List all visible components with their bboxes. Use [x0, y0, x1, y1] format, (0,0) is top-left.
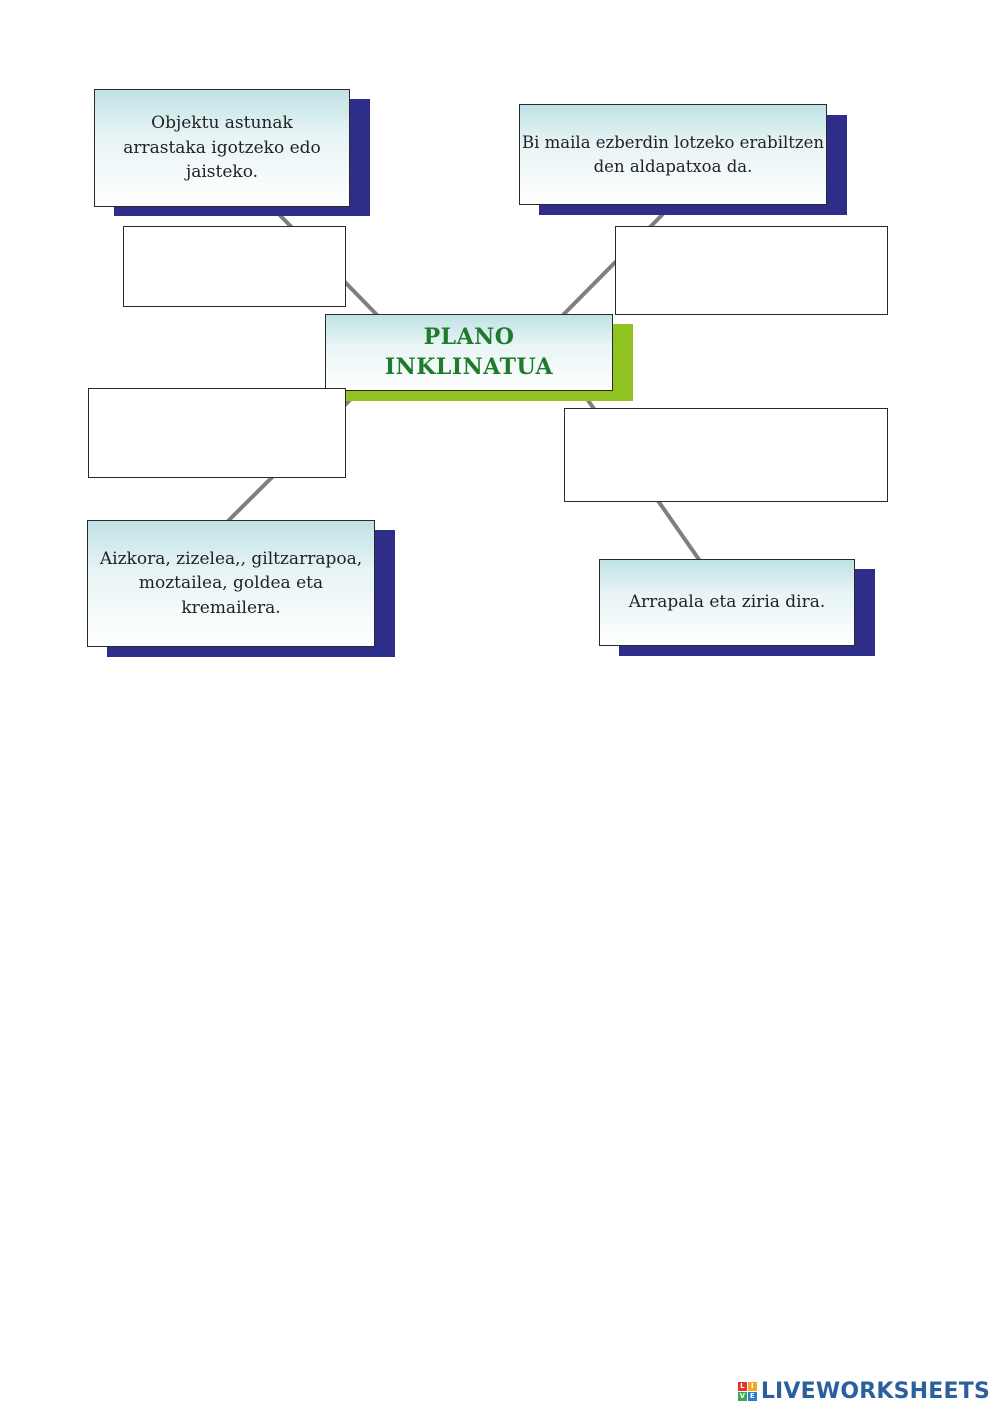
answer-box-top-left[interactable] [123, 226, 346, 307]
liveworksheets-logo: L I V E LIVEWORKSHEETS [737, 1378, 990, 1404]
answer-box-middle-right[interactable] [564, 408, 888, 502]
logo-mark-icon: L I V E [737, 1381, 757, 1401]
diagram-title: PLANO INKLINATUA [384, 323, 554, 380]
logo-text: LIVEWORKSHEETS [760, 1378, 990, 1404]
concept-text: Arrapala eta ziria dira. [628, 592, 826, 613]
concept-text: Aizkora, zizelea,, giltzarrapoa, moztail… [99, 548, 363, 618]
concept-text: Bi maila ezberdin lotzeko erabiltzen den… [522, 132, 824, 176]
answer-box-top-right[interactable] [615, 226, 888, 315]
concept-text: Objektu astunak arrastaka igotzeko edo j… [123, 113, 321, 183]
center-node: PLANO INKLINATUA [325, 314, 613, 391]
answer-box-middle-left[interactable] [88, 388, 346, 478]
concept-card-top-left: Objektu astunak arrastaka igotzeko edo j… [94, 89, 350, 207]
concept-card-bottom-right: Arrapala eta ziria dira. [599, 559, 855, 646]
concept-card-bottom-left: Aizkora, zizelea,, giltzarrapoa, moztail… [87, 520, 375, 647]
concept-card-top-right: Bi maila ezberdin lotzeko erabiltzen den… [519, 104, 827, 205]
